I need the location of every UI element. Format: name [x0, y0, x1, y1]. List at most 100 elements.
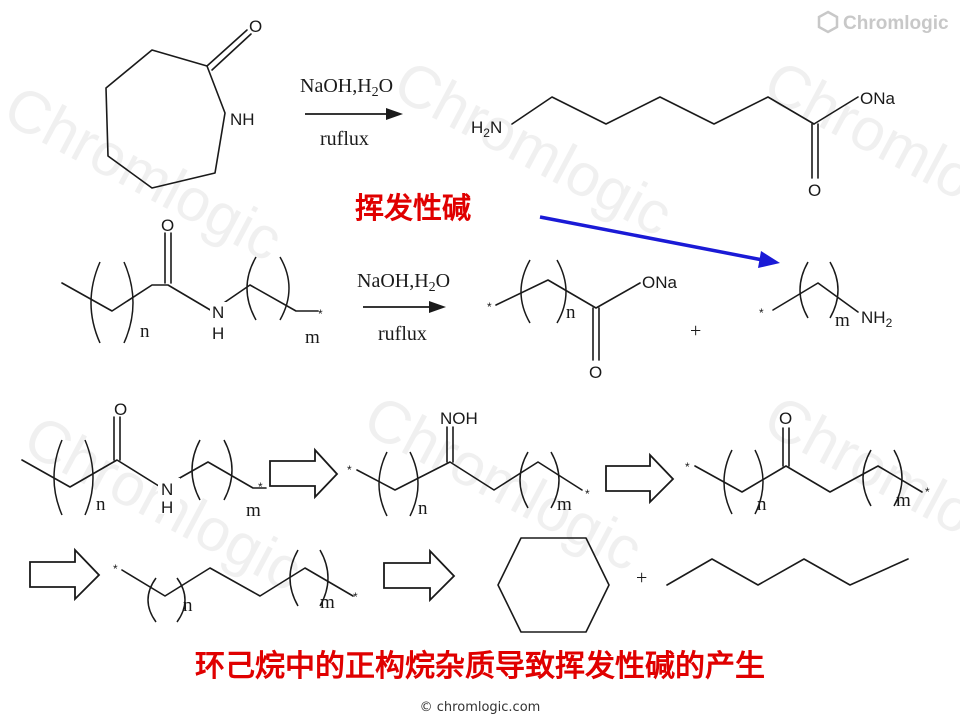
brand-name: Chromlogic: [843, 13, 949, 34]
callout-arrow-head-icon: [758, 251, 780, 268]
repeat-index-n: n: [96, 494, 106, 515]
repeat-index-n: n: [566, 302, 576, 323]
reaction-arrow-1: NaOH,H2O ruflux: [300, 75, 403, 150]
bracket-left: [519, 451, 529, 509]
carbonyl-double-bond: [592, 307, 600, 361]
amine-fragment: * m NH2: [759, 261, 893, 331]
polymer-backbone: [61, 282, 319, 312]
chain-end-star: *: [353, 590, 358, 604]
carbonyl-double-bond: [811, 123, 819, 179]
bracket-right: [550, 451, 560, 509]
label-mask: [210, 302, 230, 338]
bracket-left: [520, 259, 531, 324]
oxime-double-bond: [446, 426, 454, 463]
bracket-right: [409, 451, 419, 517]
bracket-left: [862, 449, 872, 507]
bracket-right: [279, 256, 290, 321]
block-arrow-icon: [29, 547, 101, 602]
atom-nh2: NH2: [861, 308, 893, 330]
atom-noh: NOH: [440, 409, 478, 428]
arrow-head-icon: [386, 108, 403, 120]
fragment-chain: [495, 279, 641, 309]
atom-o: O: [114, 400, 127, 419]
bracket-right: [176, 577, 186, 623]
atom-nh: NH: [230, 110, 255, 129]
carbonyl-double-bond: [113, 416, 121, 461]
reagent-text: NaOH,H2O: [300, 75, 393, 100]
callout-text: 挥发性碱: [355, 191, 471, 225]
repeat-index-m: m: [246, 500, 261, 521]
repeat-index-m: m: [896, 490, 911, 511]
polymer-backbone: [356, 461, 583, 491]
atom-ona: ONa: [860, 89, 896, 108]
chain-end-star: *: [585, 487, 590, 501]
atom-n: N: [161, 480, 173, 499]
bracket-right: [754, 449, 764, 515]
repeat-index-n: n: [418, 498, 428, 519]
chain-end-star: *: [318, 307, 323, 321]
repeat-index-n: n: [140, 321, 150, 342]
condition-text: ruflux: [320, 128, 369, 150]
atom-o: O: [779, 409, 792, 428]
block-arrow-icon: [605, 452, 675, 505]
bracket-right: [223, 439, 233, 501]
volatile-base-callout: 挥发性碱: [355, 191, 780, 268]
atom-ona: ONa: [642, 273, 678, 292]
sequence-polyamide: O N H n m *: [21, 400, 267, 521]
callout-arrow-line: [539, 215, 769, 263]
atom-o: O: [589, 363, 602, 382]
chain-end-star: *: [258, 480, 263, 494]
polyamide-molecule: O N H n m *: [61, 216, 323, 348]
brand-logo: Chromlogic: [817, 10, 949, 34]
atom-h2n: H2N: [471, 118, 502, 140]
caption-text: 环己烷中的正构烷杂质导致挥发性碱的产生: [195, 649, 765, 684]
label-mask: [226, 106, 262, 128]
atom-h: H: [212, 324, 224, 343]
c-o-bond: [813, 96, 859, 125]
chain-end-star: *: [685, 460, 690, 474]
repeat-index-m: m: [835, 310, 850, 331]
chain-end-star: *: [759, 306, 764, 320]
sequence-ketone: * O n m *: [685, 409, 930, 515]
bracket-left: [191, 439, 201, 501]
aminocaproate-molecule: H2N ONa O: [471, 89, 896, 200]
chain-end-star: *: [347, 463, 352, 477]
bracket-right: [123, 261, 134, 344]
condition-text: ruflux: [378, 323, 427, 345]
carboxylate-fragment: * n ONa O: [487, 259, 678, 382]
repeat-index-n: n: [757, 494, 767, 515]
sequence-alkane: * n m *: [113, 549, 358, 623]
polymer-backbone: [121, 567, 354, 597]
bracket-left: [147, 577, 157, 623]
label-mask: [158, 478, 180, 514]
carbonyl-double-bond: [206, 29, 252, 71]
bracket-left: [378, 451, 388, 517]
caprolactam-molecule: O NH: [105, 17, 262, 189]
atom-o: O: [249, 17, 262, 36]
bracket-left: [90, 261, 101, 344]
carbonyl-double-bond: [164, 232, 172, 284]
reagent-text: NaOH,H2O: [357, 270, 450, 295]
repeat-index-m: m: [557, 494, 572, 515]
carbon-chain: [511, 96, 815, 125]
atom-n: N: [212, 303, 224, 322]
reaction-arrow-2: NaOH,H2O ruflux: [357, 270, 450, 345]
bracket-right: [319, 549, 329, 607]
bracket-right: [893, 449, 903, 507]
hexagon-logo-icon: [817, 10, 839, 34]
fragment-chain: [772, 282, 859, 313]
repeat-index-n: n: [183, 595, 193, 616]
atom-o: O: [161, 216, 174, 235]
atom-o: O: [808, 181, 821, 200]
seven-membered-ring: [105, 49, 226, 189]
arrow-head-icon: [429, 301, 446, 313]
carbonyl-double-bond: [782, 427, 790, 467]
bracket-right: [84, 439, 94, 516]
block-arrow-icon: [269, 447, 339, 500]
bracket-left: [246, 256, 257, 321]
watermark-text: Chromlogic: [754, 47, 960, 249]
bracket-left: [799, 261, 809, 319]
bracket-left: [53, 439, 63, 516]
atom-h: H: [161, 498, 173, 517]
